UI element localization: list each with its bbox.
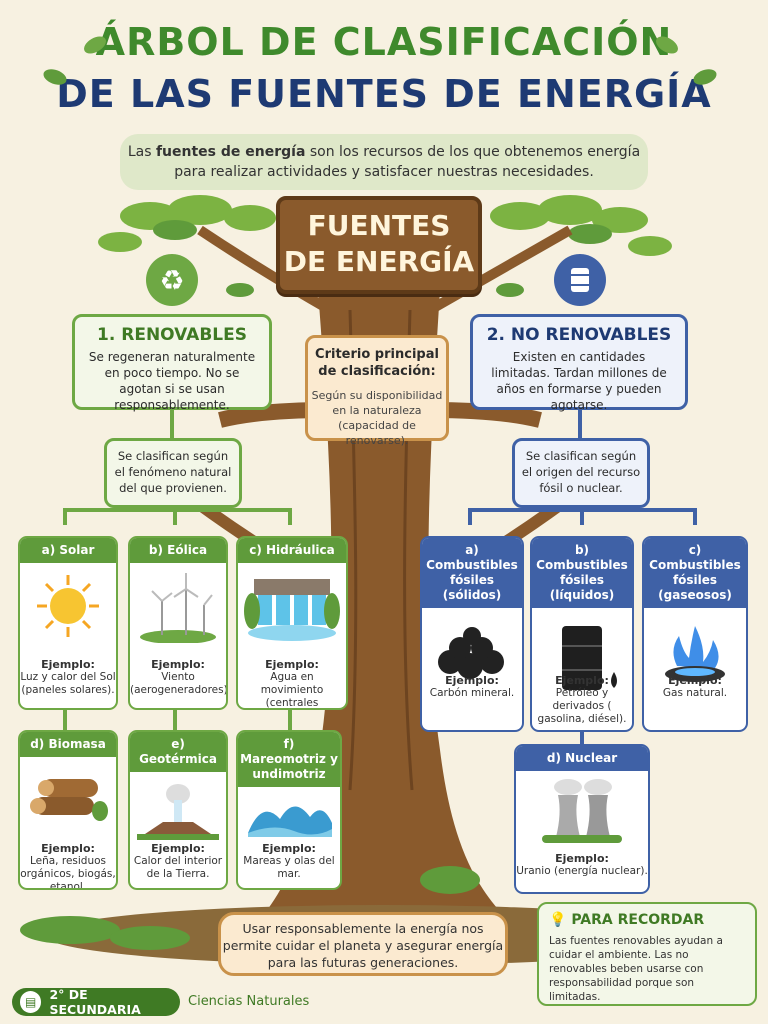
dam-icon (244, 579, 340, 641)
lightbulb-icon: 💡 (549, 912, 567, 928)
card-nuclear: d) Nuclear Ejemplo:Uranio (energía nucle… (514, 744, 650, 894)
renovables-box: 1. RENOVABLES Se regeneran naturalmente … (72, 314, 272, 412)
remember-heading: 💡 PARA RECORDAR (549, 912, 705, 928)
card-fosiles-solidos: a) Combustibles fósiles (sólidos) Ejempl… (420, 536, 524, 732)
renovables-heading: 1. RENOVABLES (97, 325, 247, 345)
main-sign: FUENTES DE ENERGÍA (276, 196, 482, 294)
card-solar: a) Solar Ejemplo:Luz y calor del Sol (pa… (18, 536, 118, 710)
no-renovables-text: Existen en cantidades limitadas. Tardan … (491, 350, 667, 412)
criterio-box: Criterio principal de clasificación: Seg… (305, 335, 449, 447)
renovables-text: Se regeneran naturalmente en poco tiempo… (88, 350, 256, 412)
leaf-icon (43, 69, 67, 85)
title-line-2: DE LAS FUENTES DE ENERGÍA (56, 72, 712, 116)
no-renovables-heading: 2. NO RENOVABLES (486, 325, 672, 345)
title-line-1: ÁRBOL DE CLASIFICACIÓN (95, 20, 673, 64)
logs-icon (30, 779, 108, 821)
barrel-icon (562, 626, 617, 690)
leaf-icon (656, 36, 678, 54)
no-renovables-box: 2. NO RENOVABLES Existen en cantidades l… (470, 314, 688, 412)
nuclear-plant-icon (542, 779, 622, 843)
card-geotermica: e) Geotérmica Ejemplo:Calor del interior… (128, 730, 228, 890)
card-fosiles-gaseosos: c) Combustibles fósiles (gaseosos) Ejemp… (642, 536, 748, 732)
leaf-icon (84, 36, 106, 54)
criterio-text: Según su disponibilidad en la naturaleza… (311, 389, 443, 447)
card-mareomotriz: f) Mareomotriz y undimotriz Ejemplo:Mare… (236, 730, 342, 890)
sun-icon (37, 575, 99, 637)
geyser-icon (137, 784, 219, 840)
waves-icon (248, 806, 332, 837)
coal-icon (438, 627, 504, 679)
intro-text: Las fuentes de energía son los recursos … (120, 134, 648, 190)
oil-barrel-icon (554, 254, 606, 306)
card-hidraulica: c) Hidráulica Ejemplo:Agua en movimiento… (236, 536, 348, 710)
card-eolica: b) Eólica Ejemplo:Viento (aerogeneradore… (128, 536, 228, 710)
card-biomasa: d) Biomasa Ejemplo:Leña, residuos orgáni… (18, 730, 118, 890)
renovables-sub-box: Se clasifican según el fenómeno natural … (104, 438, 242, 508)
criterio-heading: Criterio principal de clasificación: (315, 347, 439, 379)
card-fosiles-liquidos: b) Combustibles fósiles (líquidos) Ejemp… (530, 536, 634, 732)
remember-box: 💡 PARA RECORDAR Las fuentes renovables a… (537, 902, 757, 1006)
recycle-icon: ♻ (146, 254, 198, 306)
book-icon: ▤ (20, 991, 42, 1013)
gas-flame-icon (665, 626, 725, 682)
leaf-icon (693, 69, 717, 85)
bottom-message: Usar responsablemente la energía nos per… (218, 912, 508, 976)
subject-label: Ciencias Naturales (188, 994, 310, 1009)
remember-text: Las fuentes renovables ayudan a cuidar e… (549, 935, 723, 1003)
wind-turbine-icon (140, 573, 216, 644)
grade-badge: ▤ 2° DE SECUNDARIA (12, 987, 180, 1017)
no-renovables-sub-box: Se clasifican según el origen del recurs… (512, 438, 650, 508)
